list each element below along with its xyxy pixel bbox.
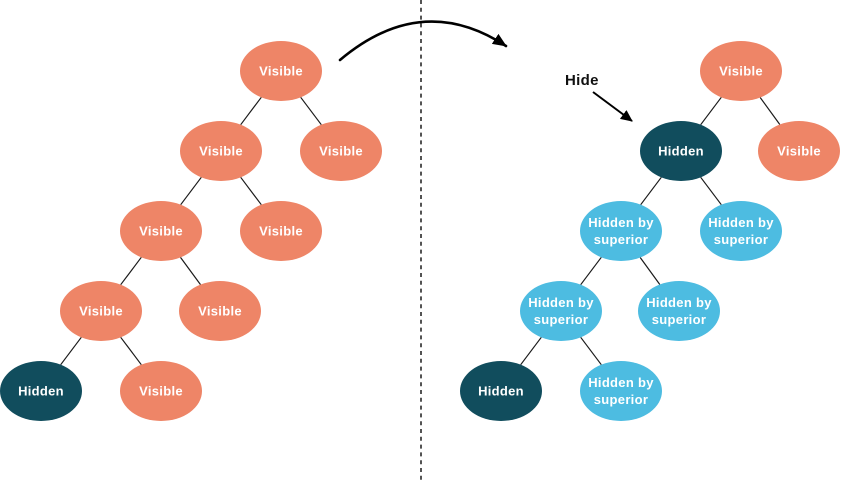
tree-edge xyxy=(60,336,82,366)
node-visible: Visible xyxy=(700,41,782,101)
tree-edge xyxy=(120,336,142,366)
node-visible: Visible xyxy=(120,201,202,261)
node-ellipse xyxy=(638,281,720,341)
node-label: Visible xyxy=(79,304,123,319)
tree-edge xyxy=(580,336,602,366)
node-label: Visible xyxy=(139,224,183,239)
node-label: Visible xyxy=(259,64,303,79)
node-ellipse xyxy=(179,281,261,341)
tree-edge xyxy=(700,96,722,126)
node-label: Hidden xyxy=(18,384,64,399)
node-label: Visible xyxy=(198,304,242,319)
node-ellipse xyxy=(700,201,782,261)
node-visible: Visible xyxy=(120,361,202,421)
tree-edge xyxy=(580,256,602,286)
node-ellipse xyxy=(120,201,202,261)
tree-edge xyxy=(759,97,781,125)
tree-edge xyxy=(180,176,202,206)
tree-edge xyxy=(640,176,662,206)
node-visible: Visible xyxy=(60,281,142,341)
node-label: Visible xyxy=(719,64,763,79)
hide-label: Hide xyxy=(565,72,599,89)
node-ellipse xyxy=(700,41,782,101)
tree-edge xyxy=(700,176,722,206)
node-ellipse xyxy=(580,201,662,261)
tree-edge xyxy=(120,256,142,286)
node-visible: Visible xyxy=(300,121,382,181)
node-hidden: Hidden xyxy=(0,361,82,421)
node-ellipse xyxy=(520,281,602,341)
node-ellipse xyxy=(240,201,322,261)
tree-edge xyxy=(240,96,262,126)
node-visible: Visible xyxy=(240,41,322,101)
node-ellipse xyxy=(120,361,202,421)
node-hidden: Hidden xyxy=(640,121,722,181)
node-ellipse xyxy=(60,281,142,341)
node-label: Visible xyxy=(199,144,243,159)
hide-pointer-arrow xyxy=(592,91,633,122)
node-label: Visible xyxy=(319,144,363,159)
node-ellipse xyxy=(300,121,382,181)
node-visible: Visible xyxy=(180,121,262,181)
tree-edge xyxy=(520,336,542,366)
tree-edge xyxy=(240,176,262,206)
node-ellipse xyxy=(640,121,722,181)
node-label: Visible xyxy=(139,384,183,399)
node-label: Hidden xyxy=(478,384,524,399)
node-ellipse xyxy=(758,121,840,181)
node-ellipse xyxy=(180,121,262,181)
tree-edge xyxy=(300,96,322,126)
node-hidden: Hidden xyxy=(460,361,542,421)
node-visible: Visible xyxy=(240,201,322,261)
node-ellipse xyxy=(0,361,82,421)
node-ellipse xyxy=(460,361,542,421)
node-visible: Visible xyxy=(179,281,261,341)
transform-arrow xyxy=(338,20,508,62)
tree-edge xyxy=(639,257,661,285)
tree-edge xyxy=(180,257,201,285)
node-label: Visible xyxy=(777,144,821,159)
node-label: Visible xyxy=(259,224,303,239)
node-ellipse xyxy=(580,361,662,421)
node-visible: Visible xyxy=(758,121,840,181)
node-ellipse xyxy=(240,41,322,101)
node-label: Hidden xyxy=(658,144,704,159)
